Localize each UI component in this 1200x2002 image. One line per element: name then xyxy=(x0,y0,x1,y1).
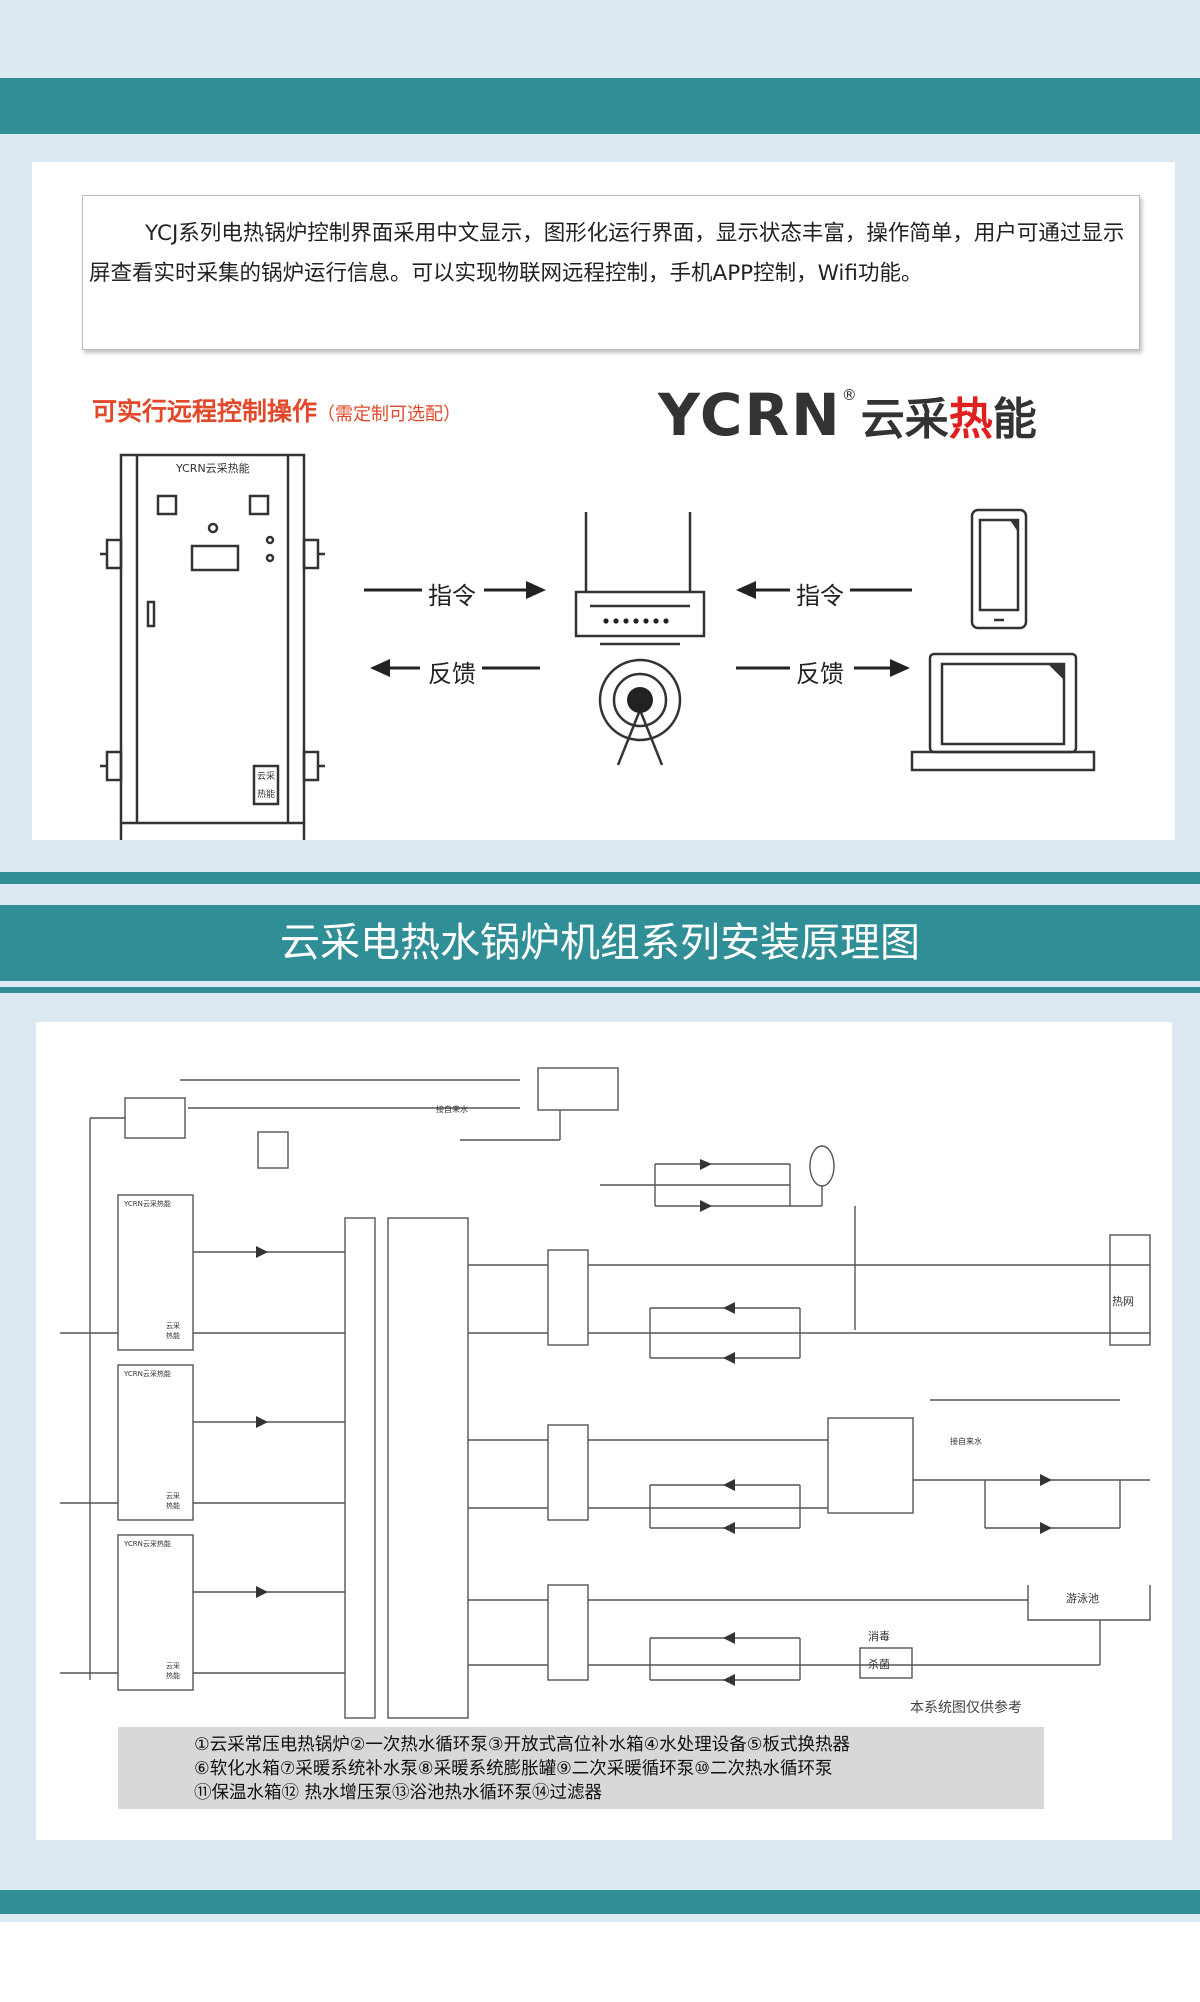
manifold-right xyxy=(387,1217,469,1719)
section-title: 云采电热水锅炉机组系列安装原理图 xyxy=(280,920,920,966)
legend-line-1: ①云采常压电热锅炉②一次热水循环泵③开放式高位补水箱④水处理设备⑤板式换热器 xyxy=(194,1735,850,1755)
remote-title-note: （需定制可选配） xyxy=(317,404,462,425)
boiler-3 xyxy=(117,1534,194,1691)
tap-water-label-b: 接自来水 xyxy=(950,1436,982,1446)
sterilizer-box xyxy=(859,1647,913,1679)
boiler-2 xyxy=(117,1364,194,1521)
label-feedback-right: 反馈 xyxy=(796,660,844,688)
command-feedback-arrows xyxy=(364,581,912,677)
mid-band-thin xyxy=(0,872,1200,884)
cabinet-brand: YCRN云采热能 xyxy=(176,462,250,475)
tap-water-label-a: 接自来水 xyxy=(436,1104,468,1114)
reference-note: 本系统图仅供参考 xyxy=(910,1700,1022,1716)
cabinet-badge-a: 云采 xyxy=(256,772,275,782)
legend-line-2: ⑥软化水箱⑦采暖系统补水泵⑧采暖系统膨胀罐⑨二次采暖循环泵⑩二次热水循环泵 xyxy=(194,1759,833,1779)
cabinet-badge-b: 热能 xyxy=(256,790,275,800)
boiler-3-brand: YCRN云采热能 xyxy=(123,1539,171,1548)
boiler-2-badge-b: 热能 xyxy=(166,1501,180,1510)
remote-control-title: 可实行远程控制操作（需定制可选配） xyxy=(92,392,461,428)
plate-exchanger-1 xyxy=(547,1249,589,1346)
cabinet-badge: 云采热能 xyxy=(254,768,278,804)
boiler-cabinet-icon xyxy=(100,453,325,840)
expansion-tank-8 xyxy=(809,1145,835,1187)
label-command-left: 指令 xyxy=(428,582,476,610)
boiler-1 xyxy=(117,1194,194,1351)
brand-logo: YCRN ® 云采热能 xyxy=(658,383,1037,447)
label-command-right: 指令 xyxy=(796,582,844,610)
section-title-band xyxy=(0,905,1200,981)
remote-control-illustration xyxy=(100,453,1096,840)
signal-tower-icon xyxy=(598,658,682,766)
logo-cn-a: 云采 xyxy=(860,394,949,445)
boiler-2-brand: YCRN云采热能 xyxy=(123,1369,171,1378)
label-feedback-left: 反馈 xyxy=(428,660,476,688)
boiler-1-badge-a: 云采 xyxy=(166,1321,180,1330)
phone-icon xyxy=(970,508,1028,630)
laptop-icon xyxy=(910,652,1096,772)
logo-cn-b: 能 xyxy=(992,394,1037,445)
bottom-band xyxy=(0,1890,1200,1914)
logo-cn: 云采热能 xyxy=(861,383,1037,447)
remote-title-text: 可实行远程控制操作 xyxy=(92,397,318,426)
water-treatment-unit xyxy=(257,1131,289,1169)
router-icon xyxy=(574,512,706,646)
boiler-1-brand: YCRN云采热能 xyxy=(123,1199,171,1208)
tank-3 xyxy=(124,1097,186,1139)
heat-network-box xyxy=(1109,1234,1151,1346)
intro-text: YCJ系列电热锅炉控制界面采用中文显示，图形化运行界面，显示状态丰富，操作简单，… xyxy=(82,195,1140,350)
mid-band-thin-2 xyxy=(0,987,1200,993)
logo-registered-mark: ® xyxy=(841,386,857,404)
sterilize-label: 杀菌 xyxy=(868,1657,890,1671)
top-band xyxy=(0,78,1200,134)
boiler-1-badge-b: 热能 xyxy=(166,1331,180,1340)
diagram-legend: ①云采常压电热锅炉②一次热水循环泵③开放式高位补水箱④水处理设备⑤板式换热器 ⑥… xyxy=(118,1727,1044,1809)
boiler-3-badge-b: 热能 xyxy=(166,1671,180,1680)
pool-label: 游泳池 xyxy=(1066,1591,1099,1605)
plate-exchanger-3 xyxy=(547,1584,589,1681)
legend-line-3: ⑪保温水箱⑫ 热水增压泵⑬浴池热水循环泵⑭过滤器 xyxy=(194,1783,603,1803)
bottom-white-strip xyxy=(0,1922,1200,2002)
boiler-3-badge-a: 云采 xyxy=(166,1661,180,1670)
boiler-2-badge-a: 云采 xyxy=(166,1491,180,1500)
heat-net-label: 热网 xyxy=(1112,1295,1134,1308)
installation-diagram-card xyxy=(36,1022,1172,1840)
swimming-pool xyxy=(1027,1585,1151,1621)
disinfect-label: 消毒 xyxy=(868,1629,890,1643)
insulated-tank-11 xyxy=(827,1417,914,1514)
softened-water-tank xyxy=(537,1067,619,1111)
manifold-left xyxy=(344,1217,376,1719)
logo-en: YCRN xyxy=(658,381,842,449)
installation-diagram: 接自来水 接自来水 热网 游泳池 消毒 杀菌 YCRN云采热能 YCRN云采热能… xyxy=(60,1067,1151,1719)
plate-exchanger-2 xyxy=(547,1424,589,1521)
logo-cn-hot: 热 xyxy=(948,394,993,445)
